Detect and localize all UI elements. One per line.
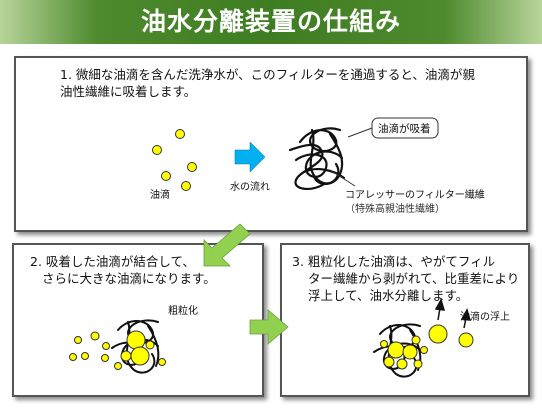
- panel1-text-line2: 油性繊維に吸着します。: [60, 84, 197, 99]
- panel-3: [280, 243, 530, 397]
- fiber-tangle-icon: [288, 127, 346, 190]
- label-water-flow: 水の流れ: [230, 182, 270, 193]
- filter-leader-line: [329, 169, 356, 187]
- page-title: 油水分離装置の仕組み: [140, 7, 401, 36]
- callout-box: [371, 117, 439, 139]
- callout-text: 油滴が吸着: [378, 123, 431, 135]
- droplet: [187, 162, 197, 172]
- filter-label: コアレッサーのフィルター繊維: [345, 190, 485, 201]
- droplet: [114, 362, 122, 370]
- loose-droplets: [152, 129, 197, 191]
- droplet: [413, 359, 423, 369]
- label-droplet-rising: 油滴の浮上: [460, 312, 510, 323]
- droplets-3: [380, 324, 474, 370]
- droplet: [81, 352, 89, 360]
- panel2-text-line2: さらに大きな油滴になります。: [42, 271, 216, 286]
- droplet: [69, 353, 77, 361]
- rising-droplet: [458, 332, 474, 348]
- droplet: [383, 356, 395, 368]
- panel3-text-line1: 3. 粗粒化した油滴は、やがてフィル: [292, 254, 496, 269]
- droplet: [161, 171, 171, 181]
- green-arrow-down-icon: [203, 223, 251, 267]
- droplet: [126, 330, 146, 350]
- panel-1: [14, 56, 528, 232]
- green-arrow-right-icon: [249, 309, 289, 345]
- title-bar: [0, 0, 542, 44]
- droplet: [158, 358, 166, 366]
- droplet: [101, 354, 109, 362]
- panel1-text-line1: 1. 微細な油滴を含んだ洗浄水が、このフィルターを通過すると、油滴が親: [60, 67, 475, 82]
- droplet: [420, 346, 428, 354]
- droplet: [145, 340, 155, 350]
- droplet: [181, 181, 191, 191]
- droplet: [130, 346, 150, 366]
- droplet: [90, 331, 100, 341]
- droplet: [402, 344, 418, 360]
- panel3-text-line3: 浮上して、油水分離します。: [308, 288, 469, 303]
- up-arrow-icon: [460, 308, 472, 321]
- rising-arrows: [434, 298, 472, 329]
- up-arrow-icon: [434, 298, 446, 311]
- droplet: [387, 341, 405, 359]
- droplet: [102, 342, 110, 350]
- droplets-2: [69, 330, 166, 370]
- label-droplets: 油滴: [150, 190, 170, 201]
- droplet: [152, 145, 162, 155]
- droplet: [380, 340, 388, 348]
- droplet: [411, 335, 421, 345]
- flow-arrow-icon: [234, 141, 266, 173]
- panel3-text-line2: ター繊維から剥がれて、比重差により: [308, 271, 520, 286]
- droplet: [175, 129, 185, 139]
- droplet: [74, 336, 82, 344]
- label-coarsening: 粗粒化: [168, 306, 198, 317]
- rising-droplet: [428, 324, 448, 344]
- panel2-text-line1: 2. 吸着した油滴が結合して、: [30, 254, 195, 269]
- droplet: [120, 350, 132, 362]
- filter-sublabel: （特殊高親油性繊維）: [345, 204, 445, 215]
- droplet: [396, 358, 408, 370]
- callout-line: [347, 127, 373, 138]
